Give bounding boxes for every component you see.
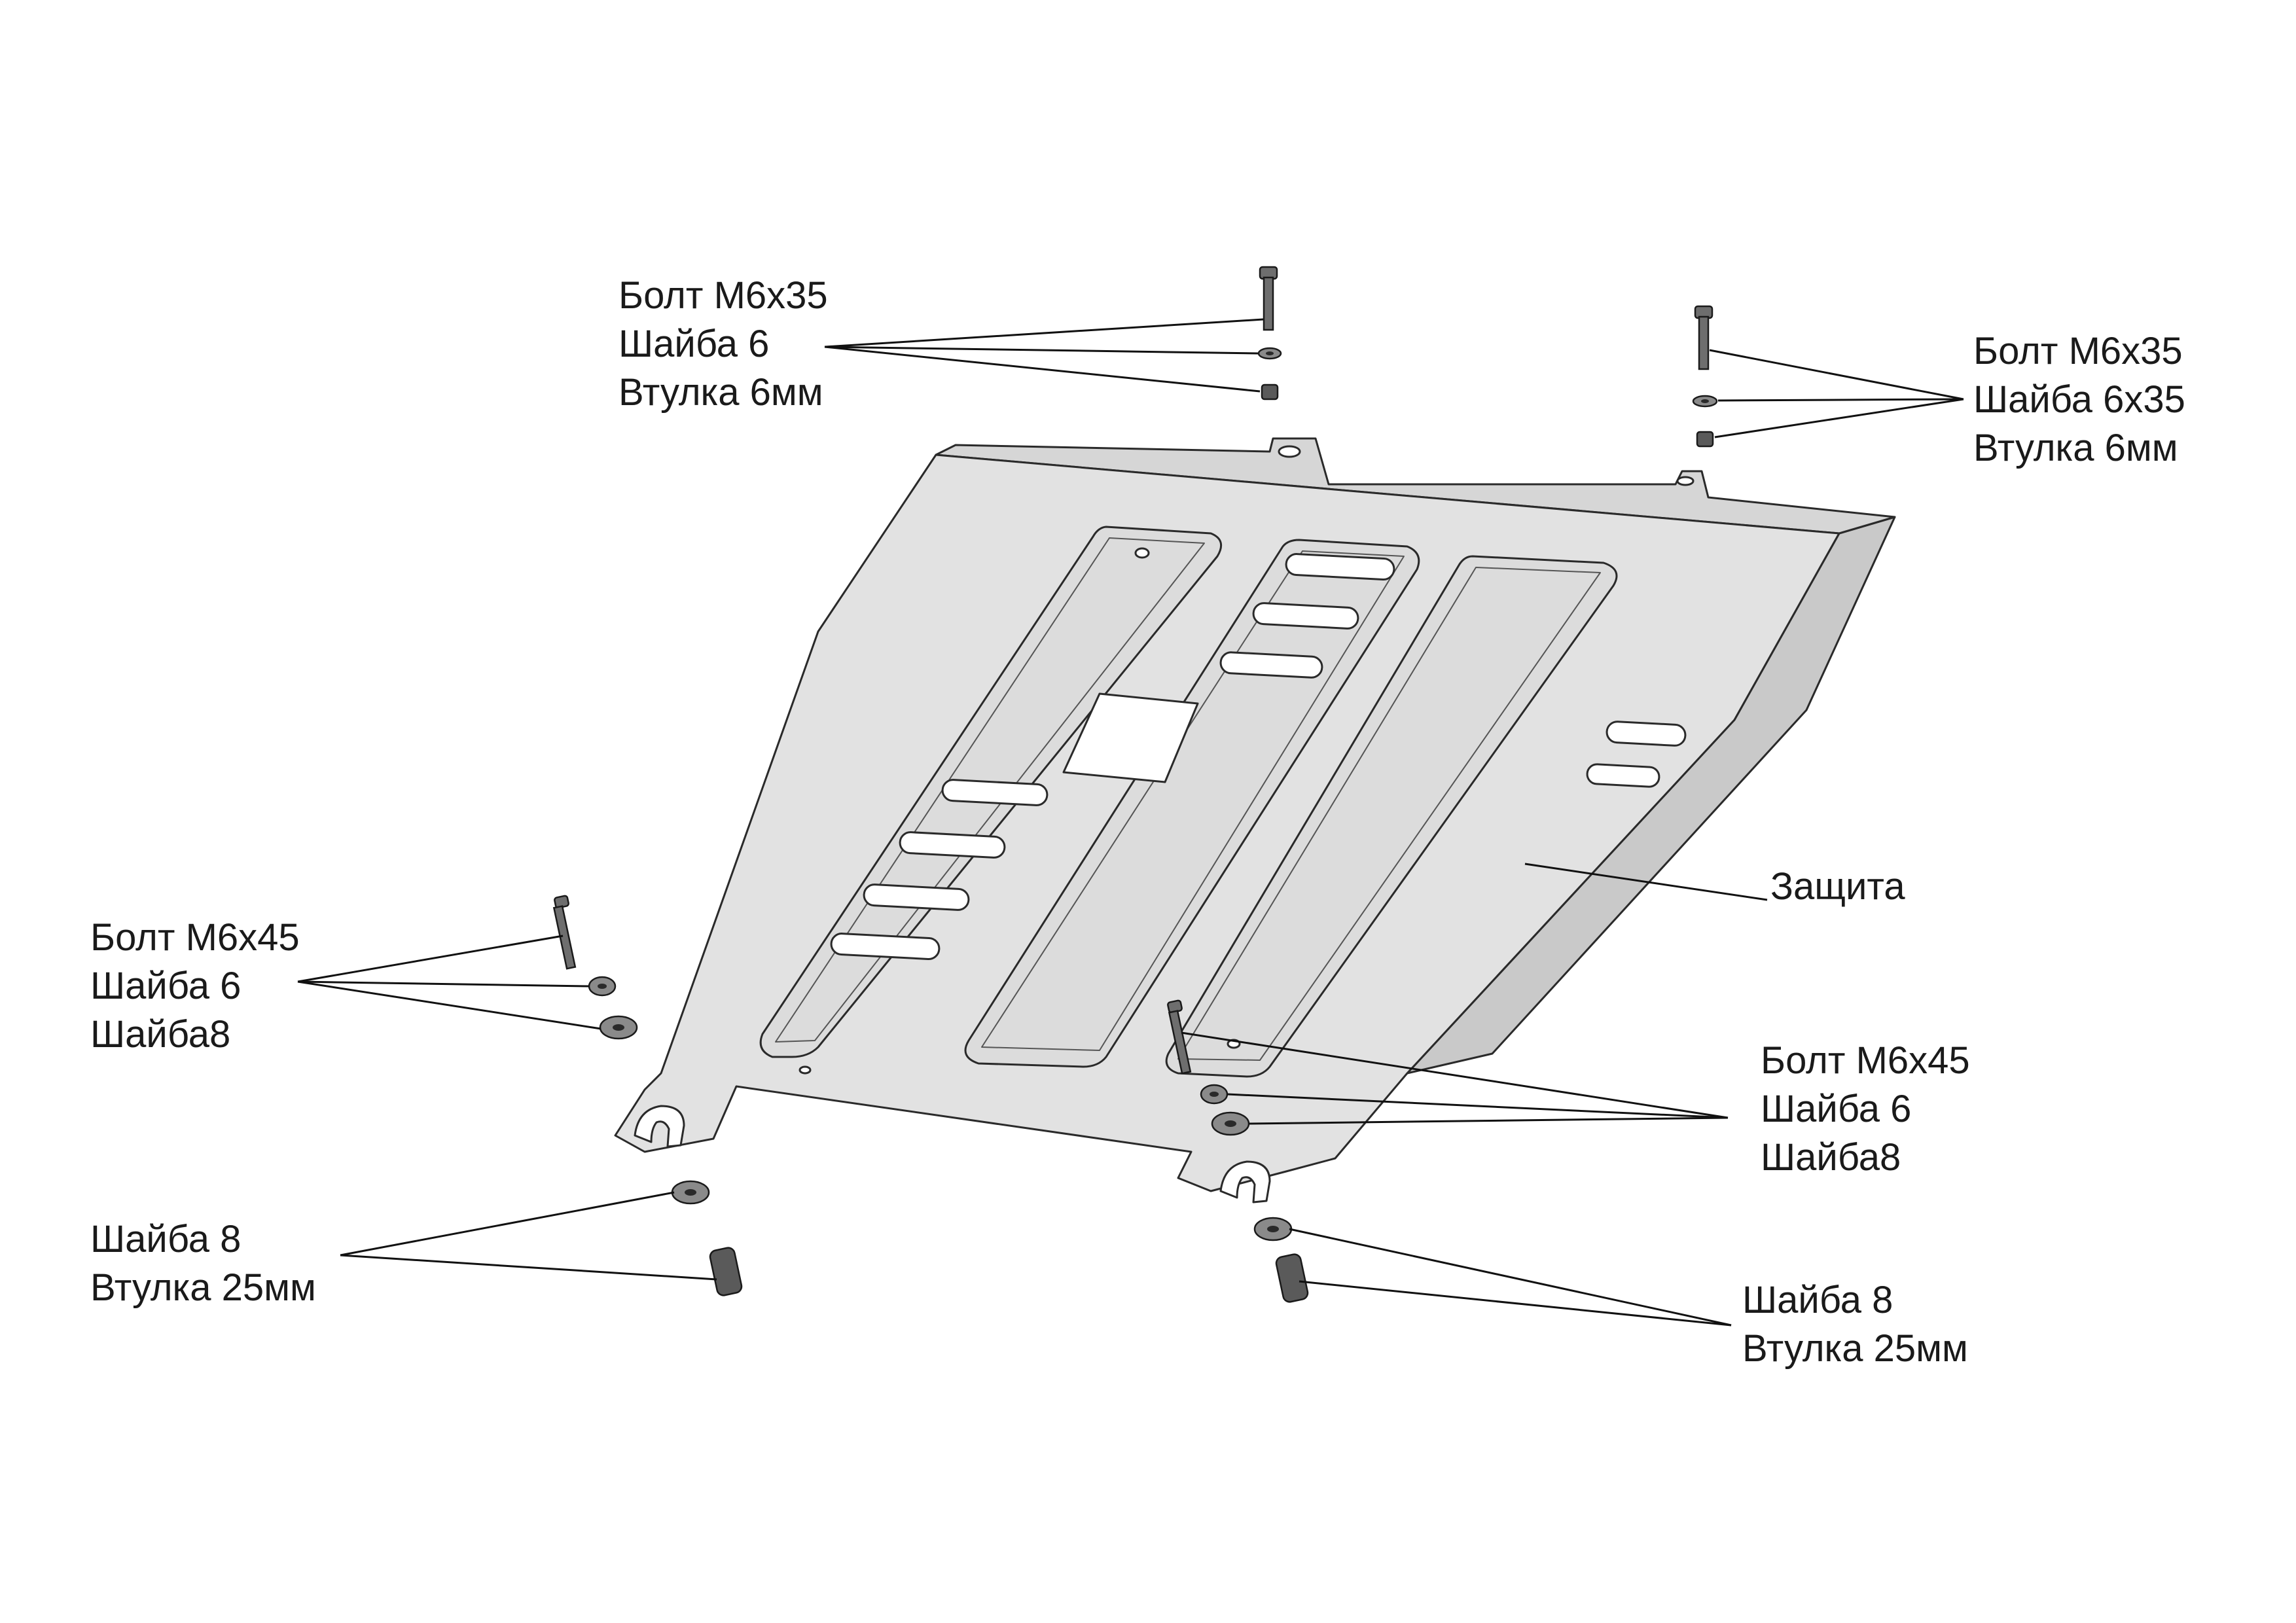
label-washer: Шайба 6х35 [1973,378,2185,421]
hardware-left-middle [552,895,638,1040]
bolt-icon [1263,276,1274,331]
label-washer: Шайба 6 [619,323,770,365]
washer-hole [1225,1120,1236,1127]
sleeve-icon [709,1247,743,1296]
label-bolt: Болт М6х35 [619,274,828,317]
washer-hole [1266,351,1274,355]
label-bolt: Болт М6х35 [1973,330,2183,372]
leader-line [297,980,590,988]
label-bolt: Болт М6х45 [90,916,300,959]
label-group-bottom-left: Шайба 8 Втулка 25мм [90,1215,316,1312]
leader-line [1714,398,1964,438]
slot [899,831,1006,859]
leader-line [1717,398,1964,402]
label-group-guard: Защита [1770,863,1905,911]
skid-plate [614,437,1896,1204]
label-group-top-right: Болт М6х35 Шайба 6х35 Втулка 6мм [1973,327,2185,473]
label-washer-8: Шайба 8 [90,1218,242,1260]
leader-line [1227,1093,1729,1119]
label-washer-8: Шайба8 [1761,1136,1901,1179]
bolt-icon [1168,1010,1192,1075]
washer-hole [598,984,607,989]
hardware-top-center [1257,266,1282,401]
leader-line [297,935,564,983]
leader-line [1524,863,1768,901]
leader-line [1299,1280,1732,1327]
hardware-top-right [1692,305,1718,448]
leader-line [340,1254,717,1281]
slot [1586,763,1660,788]
washer-hole [1701,399,1709,403]
small-hole [1676,476,1695,486]
leader-line [1248,1116,1729,1125]
label-guard: Защита [1770,865,1905,908]
hardware-bottom-right [1253,1217,1309,1303]
hardware-bottom-left [671,1180,743,1296]
label-sleeve: Втулка 25мм [1742,1327,1968,1370]
slot [1219,651,1323,679]
slot [863,883,970,911]
washer-hole [685,1189,696,1196]
label-washer-8: Шайба8 [90,1013,231,1056]
label-bolt: Болт М6х45 [1761,1039,1970,1082]
sleeve-icon [1696,431,1714,448]
sleeve-icon [1261,383,1279,401]
right-tab-hole [1219,1160,1271,1204]
label-washer: Шайба 6 [1761,1088,1912,1130]
leader-line [824,346,1259,355]
access-hatch-hole [1062,692,1199,783]
leader-line [1289,1228,1732,1327]
leader-line [340,1191,675,1257]
washer-hole [1267,1226,1279,1232]
bolt-icon [552,905,577,970]
label-group-top-center: Болт М6х35 Шайба 6 Втулка 6мм [619,272,828,417]
label-group-left-middle: Болт М6х45 Шайба 6 Шайба8 [90,914,300,1059]
label-group-bottom-right: Шайба 8 Втулка 25мм [1742,1276,1968,1373]
small-hole [798,1065,812,1075]
slot [830,933,941,961]
slot [1285,553,1395,581]
washer-hole [1210,1092,1219,1097]
label-sleeve: Втулка 6мм [1973,427,2178,469]
label-washer-8: Шайба 8 [1742,1279,1893,1321]
leader-lines [297,318,1964,1327]
small-hole [1134,547,1150,559]
slot [1605,721,1687,747]
sleeve-icon [1275,1253,1309,1303]
slot [941,779,1049,806]
leader-line [1709,349,1964,401]
bolt-icon [1698,315,1710,370]
slot [1252,602,1359,630]
label-group-right-middle: Болт М6х45 Шайба 6 Шайба8 [1761,1037,1970,1182]
washer-hole [613,1024,624,1031]
leader-line [297,980,601,1030]
emboss-panel-right-inner [1177,567,1601,1061]
plate-front-lip [935,437,1896,535]
label-washer: Шайба 6 [90,965,242,1007]
leader-line [824,346,1261,393]
leader-line [824,318,1264,348]
emboss-panel-right [1165,555,1618,1078]
small-hole [1278,445,1301,458]
left-tab-hole [634,1105,685,1148]
emboss-panel-left-inner [775,537,1205,1043]
leader-line [1181,1031,1729,1119]
hardware-right-middle [1167,999,1250,1136]
label-sleeve: Втулка 25мм [90,1266,316,1309]
emboss-panel-middle-inner [981,550,1405,1051]
label-sleeve: Втулка 6мм [619,371,823,414]
